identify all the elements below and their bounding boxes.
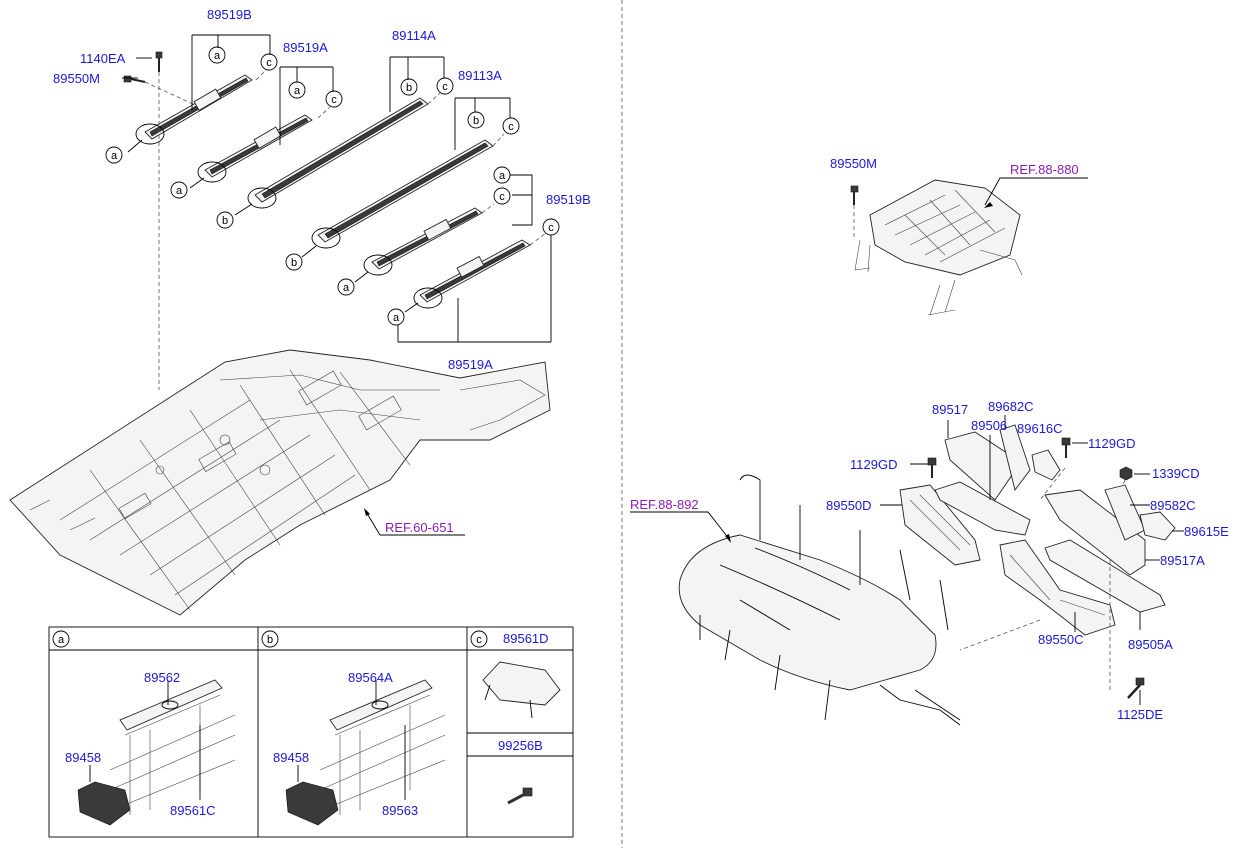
label-99256B[interactable]: 99256B — [498, 738, 543, 753]
svg-text:a: a — [176, 185, 183, 197]
label-89113A[interactable]: 89113A — [458, 68, 502, 83]
cover-89615E[interactable] — [1139, 511, 1176, 541]
ref-88-892[interactable]: REF.88-892 — [630, 497, 699, 512]
cover-89616C[interactable] — [1031, 449, 1061, 481]
label-89615E[interactable]: 89615E — [1184, 524, 1229, 539]
rail-89114A[interactable] — [247, 97, 429, 209]
bracket-89550D[interactable] — [899, 484, 981, 566]
svg-text:a: a — [214, 50, 221, 62]
label-89458-a[interactable]: 89458 — [65, 750, 101, 765]
bolt-1129GD-left[interactable] — [927, 457, 937, 478]
label-89519B-top[interactable]: 89519B — [207, 7, 252, 22]
label-89550C[interactable]: 89550C — [1038, 632, 1084, 647]
bolt-89550M-left[interactable] — [123, 75, 146, 83]
circle-callouts: a c a c b c b c a c c a a b b a a — [105, 46, 560, 326]
label-89682C[interactable]: 89682C — [988, 399, 1034, 414]
ref-60-651[interactable]: REF.60-651 — [385, 520, 454, 535]
label-89561C[interactable]: 89561C — [170, 803, 216, 818]
rail-89519B-right[interactable] — [363, 207, 483, 276]
label-89582C[interactable]: 89582C — [1150, 498, 1196, 513]
svg-text:c: c — [548, 222, 554, 234]
front-seat-frame[interactable]: 89550M REF.88-880 — [830, 156, 1088, 316]
label-89562[interactable]: 89562 — [144, 670, 180, 685]
svg-text:c: c — [266, 57, 272, 69]
label-89564A[interactable]: 89564A — [348, 670, 393, 685]
label-89561D[interactable]: 89561D — [503, 631, 549, 646]
svg-text:b: b — [222, 215, 228, 227]
svg-text:b: b — [406, 82, 412, 94]
rear-bench-seat[interactable] — [678, 474, 961, 726]
detail-panel-a: a 89562 89458 89561C — [52, 630, 236, 826]
label-1125DE[interactable]: 1125DE — [1117, 707, 1163, 722]
svg-text:a: a — [58, 634, 65, 646]
label-1140EA[interactable]: 1140EA — [80, 51, 126, 66]
label-1129GD-left[interactable]: 1129GD — [850, 457, 897, 472]
label-89563[interactable]: 89563 — [382, 803, 418, 818]
svg-text:b: b — [291, 257, 297, 269]
svg-text:c: c — [476, 634, 482, 646]
label-1339CD[interactable]: 1339CD — [1152, 466, 1200, 481]
rear-seat-assembly: REF.88-892 89550D 89517 89682C 89506 89 — [630, 399, 1229, 726]
svg-text:b: b — [267, 634, 273, 646]
rail-assemblies: a c a c b c b c a c c a a b b a a 89519B… — [53, 7, 591, 390]
label-89458-b[interactable]: 89458 — [273, 750, 309, 765]
bolt-1125DE[interactable] — [1127, 677, 1145, 699]
svg-text:b: b — [473, 115, 479, 127]
label-89550M-left[interactable]: 89550M — [53, 71, 100, 86]
ref-88-880[interactable]: REF.88-880 — [1010, 162, 1079, 177]
label-89114A[interactable]: 89114A — [392, 28, 436, 43]
svg-text:a: a — [499, 170, 506, 182]
svg-text:c: c — [499, 191, 505, 203]
nut-1339CD[interactable] — [1119, 466, 1133, 481]
svg-text:a: a — [343, 282, 350, 294]
cover-89682C[interactable] — [999, 424, 1031, 492]
cover-89505A[interactable] — [1044, 539, 1166, 613]
label-89517A[interactable]: 89517A — [1160, 553, 1205, 568]
bolt-1140EA[interactable] — [155, 51, 163, 72]
bolt-99256B[interactable] — [507, 787, 533, 805]
label-89550D[interactable]: 89550D — [826, 498, 872, 513]
detail-panel-b: b 89564A 89458 89563 — [261, 630, 446, 826]
label-89517[interactable]: 89517 — [932, 402, 968, 417]
detail-box: a 89562 89458 89561C b 89564A 89458 — [48, 626, 574, 838]
svg-text:c: c — [508, 121, 514, 133]
rail-89519B-top[interactable] — [135, 74, 253, 145]
bolt-1129GD-right[interactable] — [1061, 437, 1071, 458]
label-89505A[interactable]: 89505A — [1128, 637, 1173, 652]
label-89519B-right[interactable]: 89519B — [546, 192, 591, 207]
svg-text:c: c — [442, 81, 448, 93]
rail-89519A-bottom[interactable] — [413, 239, 531, 309]
label-89519A-bottom[interactable]: 89519A — [448, 357, 493, 372]
floor-panel[interactable]: REF.60-651 — [9, 349, 551, 616]
label-89550M-right[interactable]: 89550M — [830, 156, 877, 171]
svg-text:a: a — [393, 312, 400, 324]
panel-89517A[interactable] — [1044, 489, 1146, 576]
cover-89506[interactable] — [934, 481, 1031, 536]
label-89506[interactable]: 89506 — [971, 418, 1007, 433]
label-1129GD-right[interactable]: 1129GD — [1088, 436, 1135, 451]
detail-panel-c: c 89561D 99256B — [470, 630, 561, 805]
svg-text:c: c — [331, 94, 337, 106]
rail-89519A-top[interactable] — [197, 114, 313, 183]
bracket-89550C[interactable] — [999, 539, 1116, 636]
label-89519A-top[interactable]: 89519A — [283, 40, 328, 55]
svg-text:a: a — [111, 150, 118, 162]
svg-text:a: a — [294, 85, 301, 97]
label-89616C[interactable]: 89616C — [1017, 421, 1063, 436]
